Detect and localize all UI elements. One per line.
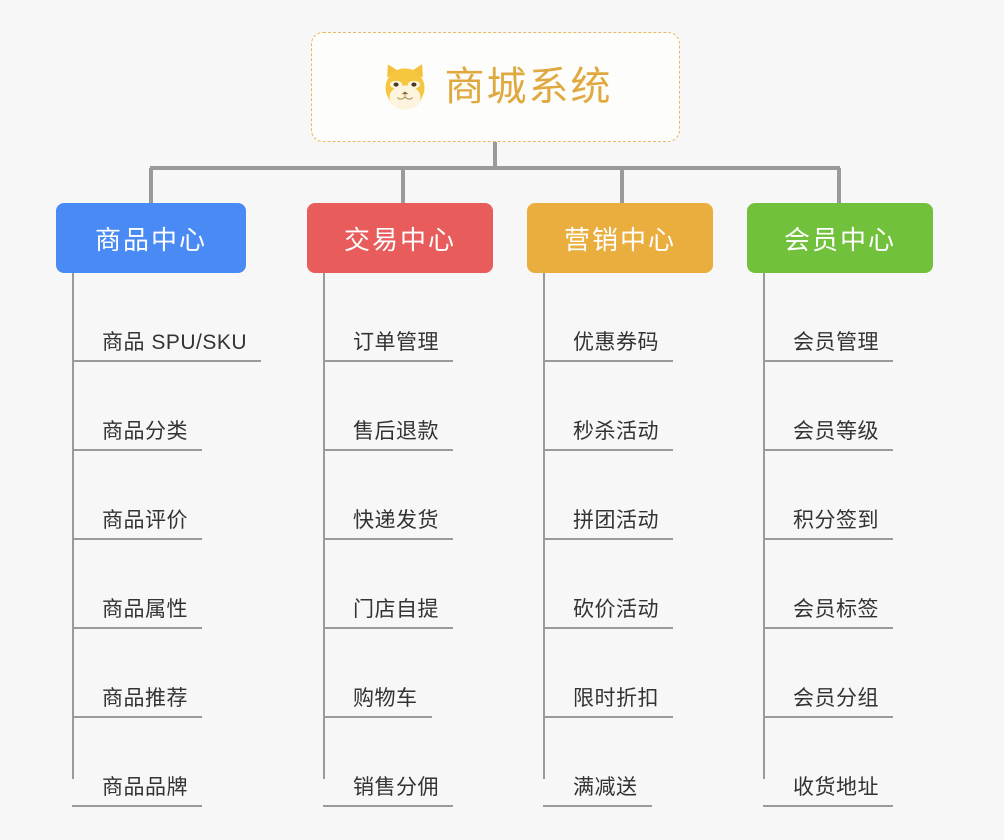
category-label: 交易中心: [343, 224, 456, 255]
leaf-underline: [543, 716, 673, 718]
list-item[interactable]: 售后退款: [323, 362, 493, 451]
category-label: 营销中心: [563, 224, 676, 255]
list-item[interactable]: 快递发货: [323, 451, 493, 540]
branch-column-trade: 交易中心 订单管理 售后退款 快递发货: [307, 203, 493, 807]
leaf-underline: [763, 627, 893, 629]
leaf-underline: [323, 538, 453, 540]
leaf-underline: [323, 716, 432, 718]
category-header-marketing[interactable]: 营销中心: [527, 203, 713, 273]
leaf-underline: [72, 805, 202, 807]
list-item[interactable]: 积分签到: [763, 451, 933, 540]
list-item[interactable]: 商品 SPU/SKU: [72, 273, 262, 362]
leaf-label: 会员等级: [793, 419, 879, 443]
leaf-underline: [323, 627, 453, 629]
leaf-label: 商品评价: [102, 508, 188, 532]
leaf-label: 销售分佣: [353, 775, 439, 799]
leaf-underline: [543, 805, 652, 807]
leaf-label: 订单管理: [353, 330, 439, 354]
list-item[interactable]: 订单管理: [323, 273, 493, 362]
leaf-label: 商品品牌: [102, 775, 188, 799]
leaf-label: 门店自提: [353, 597, 439, 621]
leaf-underline: [323, 449, 453, 451]
leaf-label: 快递发货: [353, 508, 439, 532]
list-item[interactable]: 购物车: [323, 629, 493, 718]
category-header-member[interactable]: 会员中心: [747, 203, 933, 273]
list-item[interactable]: 会员分组: [763, 629, 933, 718]
leaf-label: 砍价活动: [573, 597, 659, 621]
shiba-dog-face-icon: [385, 64, 424, 110]
list-item[interactable]: 商品品牌: [72, 718, 261, 807]
leaf-label: 优惠券码: [573, 330, 659, 354]
leaf-label: 秒杀活动: [573, 419, 659, 443]
leaf-label: 积分签到: [793, 508, 879, 532]
leaf-label: 拼团活动: [573, 508, 659, 532]
list-item[interactable]: 会员管理: [763, 273, 933, 362]
leaf-label: 商品 SPU/SKU: [102, 330, 248, 354]
list-item[interactable]: 商品评价: [72, 451, 261, 540]
leaf-underline: [72, 627, 202, 629]
list-item[interactable]: 商品分类: [72, 362, 261, 451]
list-item[interactable]: 优惠券码: [543, 273, 713, 362]
leaf-underline: [72, 716, 202, 718]
leaf-label: 商品推荐: [102, 686, 188, 710]
leaf-label: 会员管理: [793, 330, 879, 354]
leaf-underline: [72, 538, 202, 540]
list-item[interactable]: 砍价活动: [543, 540, 713, 629]
leaf-label: 限时折扣: [573, 686, 659, 710]
category-header-trade[interactable]: 交易中心: [307, 203, 493, 273]
leaf-underline: [763, 538, 893, 540]
list-item[interactable]: 秒杀活动: [543, 362, 713, 451]
leaf-underline: [763, 716, 893, 718]
leaf-underline: [543, 627, 673, 629]
leaf-underline: [72, 360, 262, 362]
leaf-label: 会员分组: [793, 686, 879, 710]
leaf-label: 商品分类: [102, 419, 188, 443]
leaf-underline: [543, 538, 673, 540]
leaf-label: 满减送: [573, 775, 638, 799]
leaf-underline: [543, 360, 673, 362]
leaf-underline: [543, 449, 673, 451]
list-item[interactable]: 收货地址: [763, 718, 933, 807]
leaf-underline: [323, 805, 453, 807]
branch-column-product: 商品中心 商品 SPU/SKU 商品分类 商品评价: [56, 203, 262, 807]
list-item[interactable]: 会员等级: [763, 362, 933, 451]
branch-column-member: 会员中心 会员管理 会员等级 积分签到: [747, 203, 933, 807]
branch-column-marketing: 营销中心 优惠券码 秒杀活动 拼团活动: [527, 203, 713, 807]
leaf-label: 收货地址: [793, 775, 879, 799]
list-item[interactable]: 商品推荐: [72, 629, 261, 718]
list-item[interactable]: 销售分佣: [323, 718, 493, 807]
list-item[interactable]: 门店自提: [323, 540, 493, 629]
page-title: 商城系统: [444, 65, 613, 109]
leaf-label: 会员标签: [793, 597, 879, 621]
leaf-underline: [763, 805, 893, 807]
root-node[interactable]: 商城系统: [311, 32, 680, 142]
list-item[interactable]: 商品属性: [72, 540, 261, 629]
category-label: 会员中心: [783, 224, 896, 255]
leaf-underline: [763, 449, 893, 451]
category-label: 商品中心: [94, 224, 207, 255]
leaf-underline: [763, 360, 893, 362]
list-item[interactable]: 满减送: [543, 718, 713, 807]
leaf-label: 购物车: [353, 686, 418, 710]
leaf-underline: [72, 449, 202, 451]
list-item[interactable]: 限时折扣: [543, 629, 713, 718]
category-header-product[interactable]: 商品中心: [56, 203, 246, 273]
leaf-list-trade: 订单管理 售后退款 快递发货 门店自提: [323, 273, 493, 807]
list-item[interactable]: 拼团活动: [543, 451, 713, 540]
leaf-label: 售后退款: [353, 419, 439, 443]
leaf-list-member: 会员管理 会员等级 积分签到 会员标签: [763, 273, 933, 807]
leaf-label: 商品属性: [102, 597, 188, 621]
list-item[interactable]: 会员标签: [763, 540, 933, 629]
leaf-list-marketing: 优惠券码 秒杀活动 拼团活动 砍价活动: [543, 273, 713, 807]
leaf-list-product: 商品 SPU/SKU 商品分类 商品评价 商品属性: [72, 273, 262, 807]
leaf-underline: [323, 360, 453, 362]
